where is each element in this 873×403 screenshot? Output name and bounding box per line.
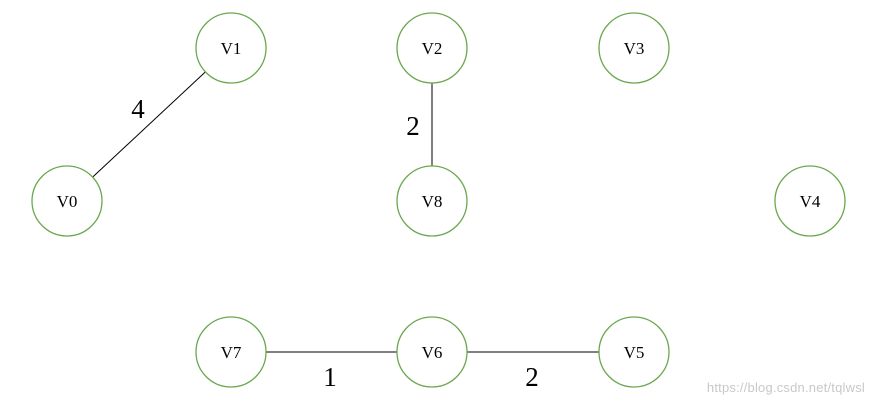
node-circle-v1 (195, 12, 267, 84)
node-label-v6: V6 (422, 343, 443, 362)
node-v6: V6 (396, 316, 468, 388)
node-v5: V5 (598, 316, 670, 388)
node-v7: V7 (195, 316, 267, 388)
edge-weight-v0-v1: 4 (131, 94, 145, 124)
node-label-v4: V4 (800, 192, 821, 211)
node-label-v3: V3 (624, 39, 645, 58)
node-circle-v5 (598, 316, 670, 388)
node-circle-v6 (396, 316, 468, 388)
node-v0: V0 (31, 165, 103, 237)
node-label-v1: V1 (221, 39, 242, 58)
node-v8: V8 (396, 165, 468, 237)
node-circle-v2 (396, 12, 468, 84)
node-v2: V2 (396, 12, 468, 84)
edge-weight-v7-v6: 1 (323, 362, 337, 392)
node-circle-v0 (31, 165, 103, 237)
node-label-v0: V0 (57, 192, 78, 211)
node-label-v7: V7 (221, 343, 242, 362)
node-circle-v3 (598, 12, 670, 84)
edges-layer (92, 71, 599, 353)
edge-weight-v2-v8: 2 (406, 111, 420, 141)
node-circle-v4 (774, 165, 846, 237)
node-circle-v8 (396, 165, 468, 237)
watermark-text: https://blog.csdn.net/tqlwsl (706, 380, 865, 395)
edge-weights-layer: 4 2 1 2 (131, 94, 539, 392)
node-label-v2: V2 (422, 39, 443, 58)
node-circle-v7 (195, 316, 267, 388)
edge-weight-v6-v5: 2 (525, 362, 539, 392)
node-v1: V1 (195, 12, 267, 84)
node-v4: V4 (774, 165, 846, 237)
node-v3: V3 (598, 12, 670, 84)
edge-v0-v1 (92, 71, 206, 178)
node-label-v8: V8 (422, 192, 443, 211)
node-label-v5: V5 (624, 343, 645, 362)
